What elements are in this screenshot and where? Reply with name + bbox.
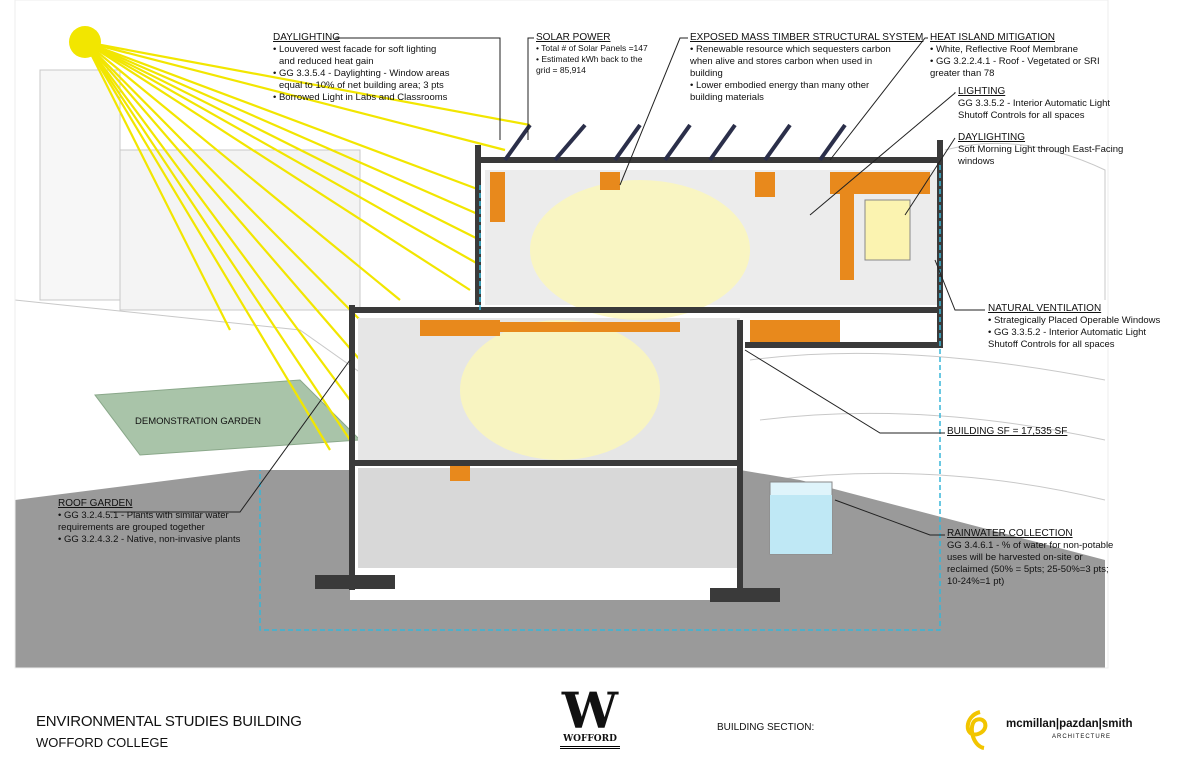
- light-glow: [460, 320, 660, 460]
- note-heading: DAYLIGHTING: [958, 132, 1026, 143]
- note-line: Shutoff Controls for all spaces: [958, 110, 1085, 121]
- solar-power-note: SOLAR POWER • Total # of Solar Panels =1…: [536, 32, 648, 76]
- note-line: • Estimated kWh back to the: [536, 54, 643, 64]
- note-heading: EXPOSED MASS TIMBER STRUCTURAL SYSTEM: [690, 32, 924, 43]
- project-subtitle: WOFFORD COLLEGE: [36, 735, 169, 750]
- sun-icon: [69, 26, 101, 58]
- wofford-logo-name: WOFFORD: [560, 734, 620, 749]
- architect-swirl-icon: [965, 710, 988, 750]
- project-title: ENVIRONMENTAL STUDIES BUILDING: [36, 713, 302, 730]
- cistern-water: [770, 495, 832, 554]
- note-heading: ROOF GARDEN: [58, 498, 133, 509]
- architect-name: mcmillan|pazdan|smith: [1006, 718, 1133, 730]
- note-line: and reduced heat gain: [279, 56, 374, 67]
- note-line: building: [690, 68, 723, 79]
- note-line: • Strategically Placed Operable Windows: [988, 315, 1161, 326]
- note-line: requirements are grouped together: [58, 522, 205, 533]
- drawing-border: [14, 0, 1109, 669]
- wofford-logo: W WOFFORD: [560, 681, 620, 749]
- note-line: grid = 85,914: [536, 65, 586, 75]
- note-line: • Borrowed Light in Labs and Classrooms: [273, 92, 448, 103]
- note-line: building materials: [690, 92, 764, 103]
- note-heading: LIGHTING: [958, 86, 1006, 97]
- note-line: • GG 3.2.4.3.2 - Native, non-invasive pl…: [58, 534, 241, 545]
- lighting-note: LIGHTING GG 3.3.5.2 - Interior Automatic…: [958, 86, 1110, 122]
- note-line: • GG 3.3.5.2 - Interior Automatic Light: [988, 327, 1147, 338]
- daylighting-east-note: DAYLIGHTING Soft Morning Light through E…: [958, 132, 1123, 168]
- architect-tag: ARCHITECTURE: [1052, 734, 1112, 740]
- note-line: • Louvered west facade for soft lighting: [273, 44, 437, 55]
- note-heading: HEAT ISLAND MITIGATION: [930, 32, 1056, 43]
- note-line: reclaimed (50% = 5pts; 25-50%=3 pts;: [947, 564, 1109, 575]
- note-heading: NATURAL VENTILATION: [988, 303, 1102, 314]
- demonstration-garden-label: DEMONSTRATION GARDEN: [135, 416, 261, 427]
- heat-island-note: HEAT ISLAND MITIGATION • White, Reflecti…: [930, 32, 1100, 80]
- background-context: [14, 69, 1106, 501]
- wofford-logo-letter: W: [561, 681, 619, 740]
- note-line: GG 3.4.6.1 - % of water for non-potable: [947, 540, 1114, 551]
- daylighting-west-note: DAYLIGHTING • Louvered west facade for s…: [273, 32, 450, 104]
- note-line: • GG 3.3.5.4 - Daylighting - Window area…: [273, 68, 450, 79]
- note-heading: BUILDING SF = 17,535 SF: [947, 426, 1068, 437]
- architect-logo: mcmillan|pazdan|smith ARCHITECTURE: [960, 708, 1133, 757]
- note-line: uses will be harvested on-site or: [947, 552, 1083, 563]
- basement-interior: [358, 468, 738, 568]
- solar-panels: [503, 123, 847, 162]
- footing: [315, 575, 395, 589]
- note-line: • White, Reflective Roof Membrane: [930, 44, 1078, 55]
- section-label: BUILDING SECTION:: [717, 722, 815, 733]
- roof-garden-note: ROOF GARDEN • GG 3.2.4.5.1 - Plants with…: [58, 498, 240, 546]
- note-line: • GG 3.2.4.5.1 - Plants with similar wat…: [58, 510, 229, 521]
- note-line: GG 3.3.5.2 - Interior Automatic Light: [958, 98, 1111, 109]
- note-line: Soft Morning Light through East-Facing: [958, 144, 1124, 155]
- mass-timber-note: EXPOSED MASS TIMBER STRUCTURAL SYSTEM • …: [690, 32, 923, 104]
- light-glow: [530, 180, 750, 320]
- natural-ventilation-note: NATURAL VENTILATION • Strategically Plac…: [988, 303, 1160, 351]
- note-line: when alive and stores carbon when used i…: [690, 56, 873, 67]
- rainwater-note: RAINWATER COLLECTION GG 3.4.6.1 - % of w…: [947, 528, 1113, 588]
- sun-rays: [84, 40, 531, 451]
- note-line: equal to 10% of net building area; 3 pts: [279, 80, 444, 91]
- leader-lines: [110, 37, 985, 536]
- note-line: windows: [958, 156, 995, 167]
- note-line: Shutoff Controls for all spaces: [988, 339, 1115, 350]
- building-sf-note: BUILDING SF = 17,535 SF: [947, 426, 1067, 438]
- note-heading: RAINWATER COLLECTION: [947, 528, 1073, 539]
- note-line: • Total # of Solar Panels =147: [536, 43, 648, 53]
- note-heading: SOLAR POWER: [536, 32, 611, 43]
- note-line: • GG 3.2.2.4.1 - Roof - Vegetated or SRI: [930, 56, 1100, 67]
- note-line: • Lower embodied energy than many other: [690, 80, 870, 91]
- rainwater-piping: [259, 165, 941, 631]
- note-line: • Renewable resource which sequesters ca…: [690, 44, 891, 55]
- note-line: 10-24%=1 pt): [947, 576, 1005, 587]
- east-window: [864, 199, 911, 261]
- footing: [710, 588, 780, 602]
- note-line: greater than 78: [930, 68, 995, 79]
- note-heading: DAYLIGHTING: [273, 32, 341, 43]
